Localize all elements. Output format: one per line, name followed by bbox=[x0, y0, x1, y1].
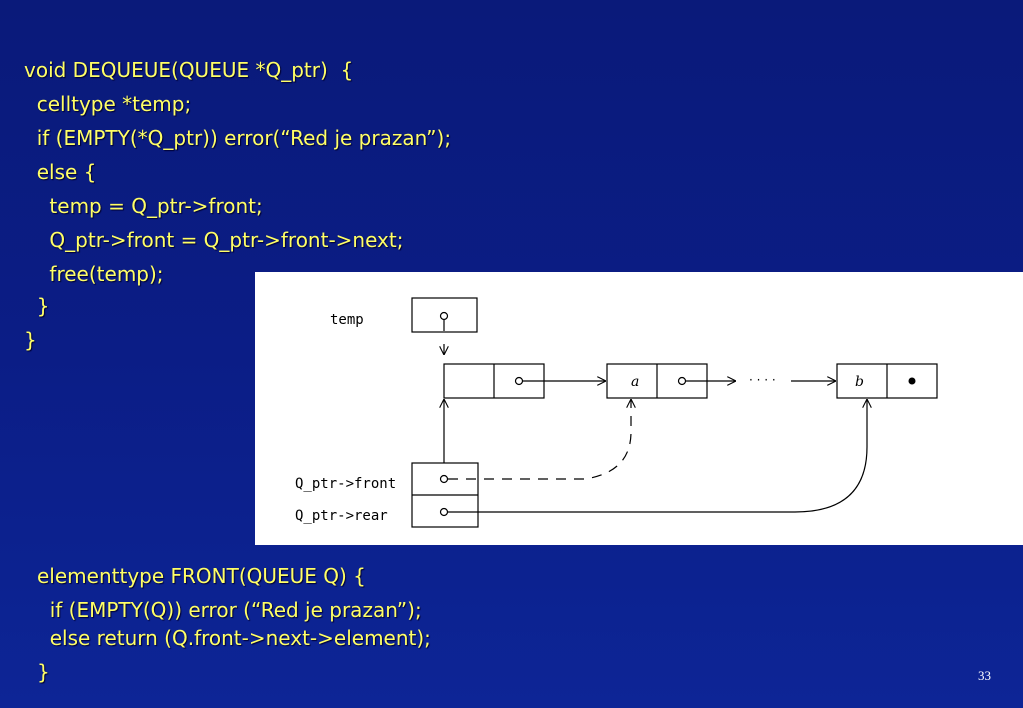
code-line: free(temp); bbox=[24, 262, 164, 286]
temp-box bbox=[411, 297, 478, 333]
rear-label: Q_ptr->rear bbox=[295, 508, 388, 524]
code-line: else { bbox=[24, 160, 97, 184]
null-pointer-dot bbox=[908, 377, 916, 385]
code-line: } bbox=[24, 328, 37, 352]
temp-label: temp bbox=[330, 312, 364, 328]
code-line: celltype *temp; bbox=[24, 92, 192, 116]
node-b-label: b bbox=[855, 374, 864, 390]
new-front-arrow bbox=[448, 399, 631, 480]
code-line: } bbox=[24, 294, 50, 318]
ellipsis: · · · · bbox=[749, 373, 776, 387]
queue-diagram: temp a · · · · b Q_ptr->front Q_ptr->rea… bbox=[255, 272, 1023, 545]
code-line: } bbox=[37, 660, 50, 684]
code-line: else return (Q.front->next->element); bbox=[37, 626, 431, 650]
code-line: if (EMPTY(*Q_ptr)) error(“Red je prazan”… bbox=[24, 126, 452, 150]
front-label: Q_ptr->front bbox=[295, 476, 396, 492]
code-line: temp = Q_ptr->front; bbox=[24, 194, 263, 218]
temp-pointer-dot bbox=[439, 311, 449, 321]
code-line: void DEQUEUE(QUEUE *Q_ptr) { bbox=[24, 58, 354, 82]
page-number: 33 bbox=[978, 668, 991, 683]
code-line: elementtype FRONT(QUEUE Q) { bbox=[37, 564, 366, 588]
node-a-label: a bbox=[631, 374, 639, 390]
code-line: if (EMPTY(Q)) error (“Red je prazan”); bbox=[37, 598, 422, 622]
code-line: Q_ptr->front = Q_ptr->front->next; bbox=[24, 228, 404, 252]
rear-arrow bbox=[448, 399, 867, 513]
